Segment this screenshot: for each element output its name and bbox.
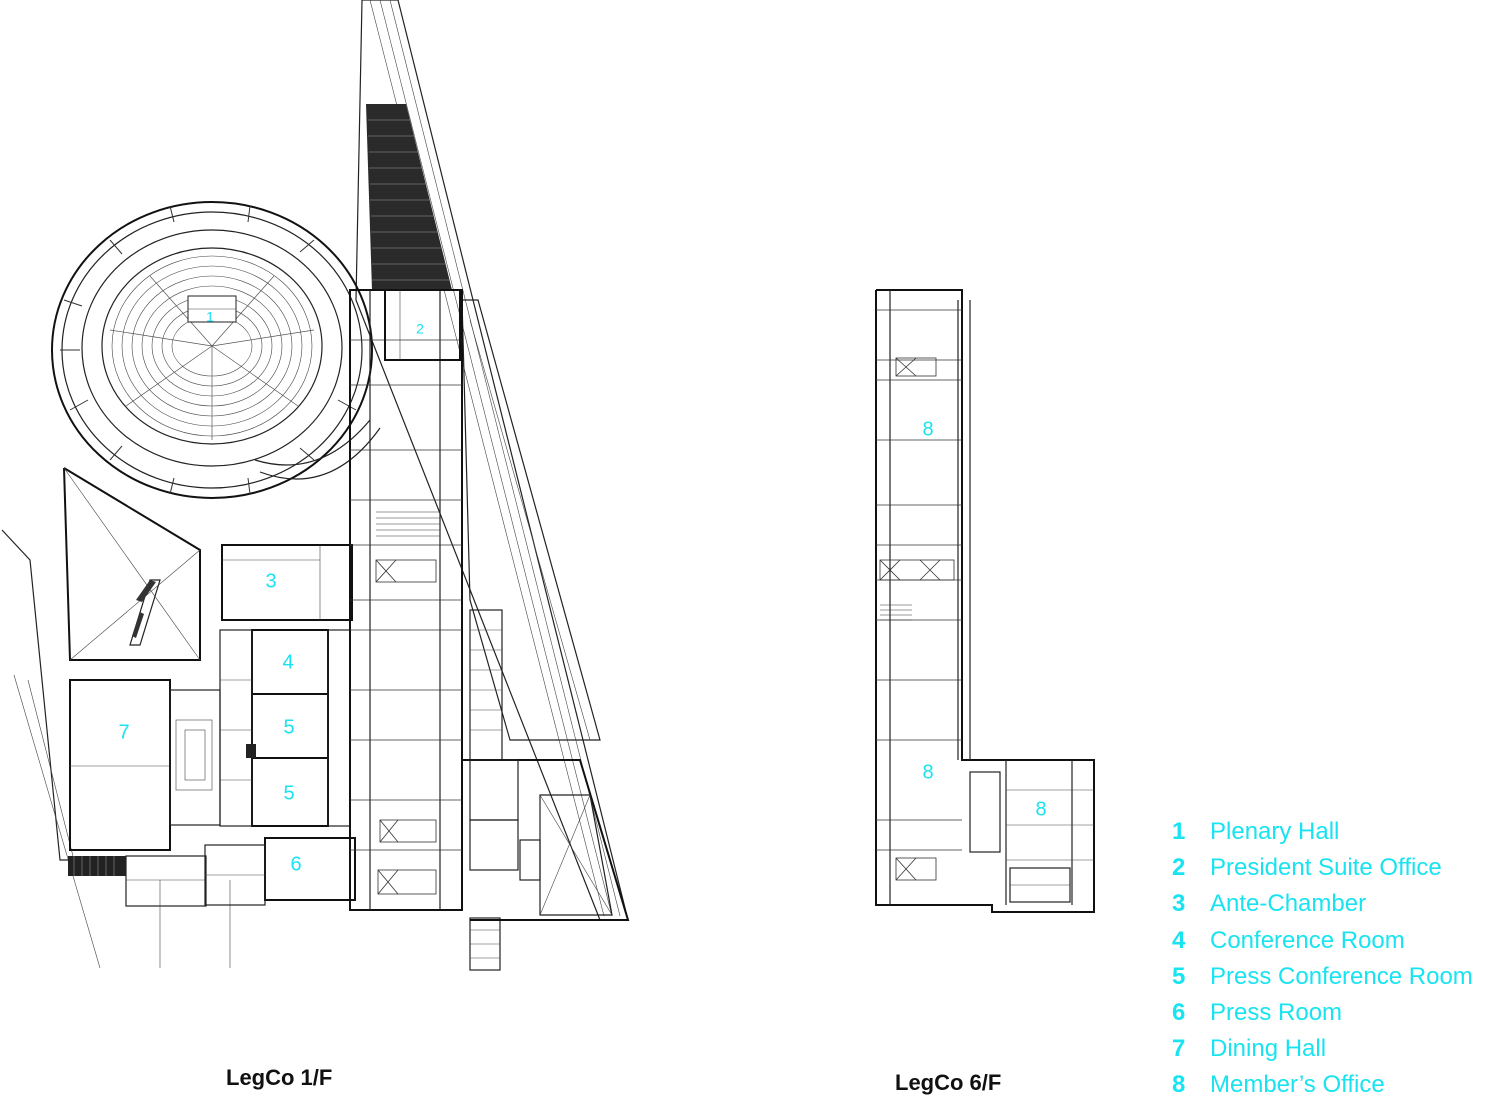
- legend-item-ante-chamber: 3 Ante-Chamber: [1172, 886, 1498, 922]
- legend-number: 6: [1172, 999, 1186, 1027]
- legend-label: Press Conference Room: [1210, 962, 1473, 990]
- legend-number: 3: [1172, 890, 1186, 918]
- main-block: [1, 289, 630, 969]
- first-floor-marker-1: 1: [206, 309, 214, 325]
- legend-number: 1: [1172, 818, 1186, 846]
- legend-number: 5: [1172, 962, 1186, 990]
- legend-label: Conference Room: [1210, 926, 1405, 954]
- legend-label: Dining Hall: [1210, 1035, 1327, 1063]
- legend-item-press-room: 6 Press Room: [1172, 995, 1498, 1031]
- first-floor-marker-4: 4: [282, 651, 293, 673]
- first-floor-marker-7: 7: [118, 721, 129, 743]
- legend-number: 4: [1172, 926, 1186, 954]
- sixth-floor-plan: 8 8 8: [875, 289, 1095, 913]
- first-floor-marker-5a: 5: [283, 716, 294, 738]
- legend-label: Plenary Hall: [1210, 818, 1340, 846]
- legend-label: Member’s Office: [1210, 1071, 1385, 1099]
- legend-item-dining-hall: 7 Dining Hall: [1172, 1031, 1498, 1067]
- legend-item-conference-room: 4 Conference Room: [1172, 923, 1498, 959]
- legend-label: Press Room: [1210, 999, 1343, 1027]
- legend-item-members-office: 8 Member’s Office: [1172, 1067, 1498, 1103]
- first-floor-marker-3: 3: [265, 570, 276, 592]
- legend-number: 8: [1172, 1071, 1186, 1099]
- legend-number: 7: [1172, 1035, 1186, 1063]
- sixth-floor-marker-8c: 8: [1035, 798, 1046, 820]
- legend-item-press-conference-room: 5 Press Conference Room: [1172, 959, 1498, 995]
- plenary-hall-drum: [51, 201, 381, 499]
- legend: 1 Plenary Hall 2 President Suite Office …: [1172, 814, 1498, 1104]
- sixth-floor-caption: LegCo 6/F: [895, 1070, 1002, 1095]
- legend-item-plenary-hall: 1 Plenary Hall: [1172, 814, 1498, 850]
- legend-label: Ante-Chamber: [1210, 890, 1367, 918]
- sixth-floor-marker-8a: 8: [922, 418, 933, 440]
- first-floor-marker-6: 6: [290, 853, 301, 875]
- sixth-floor-marker-8b: 8: [922, 761, 933, 783]
- legend-item-president-suite-office: 2 President Suite Office: [1172, 850, 1498, 886]
- first-floor-plan: 1 2 3 4 5 5 6 7: [1, 0, 630, 971]
- first-floor-marker-2: 2: [416, 321, 424, 337]
- legend-label: President Suite Office: [1210, 854, 1442, 882]
- legend-number: 2: [1172, 854, 1186, 882]
- triangular-wing: [355, 0, 629, 971]
- first-floor-marker-5b: 5: [283, 782, 294, 804]
- first-floor-caption: LegCo 1/F: [226, 1065, 333, 1090]
